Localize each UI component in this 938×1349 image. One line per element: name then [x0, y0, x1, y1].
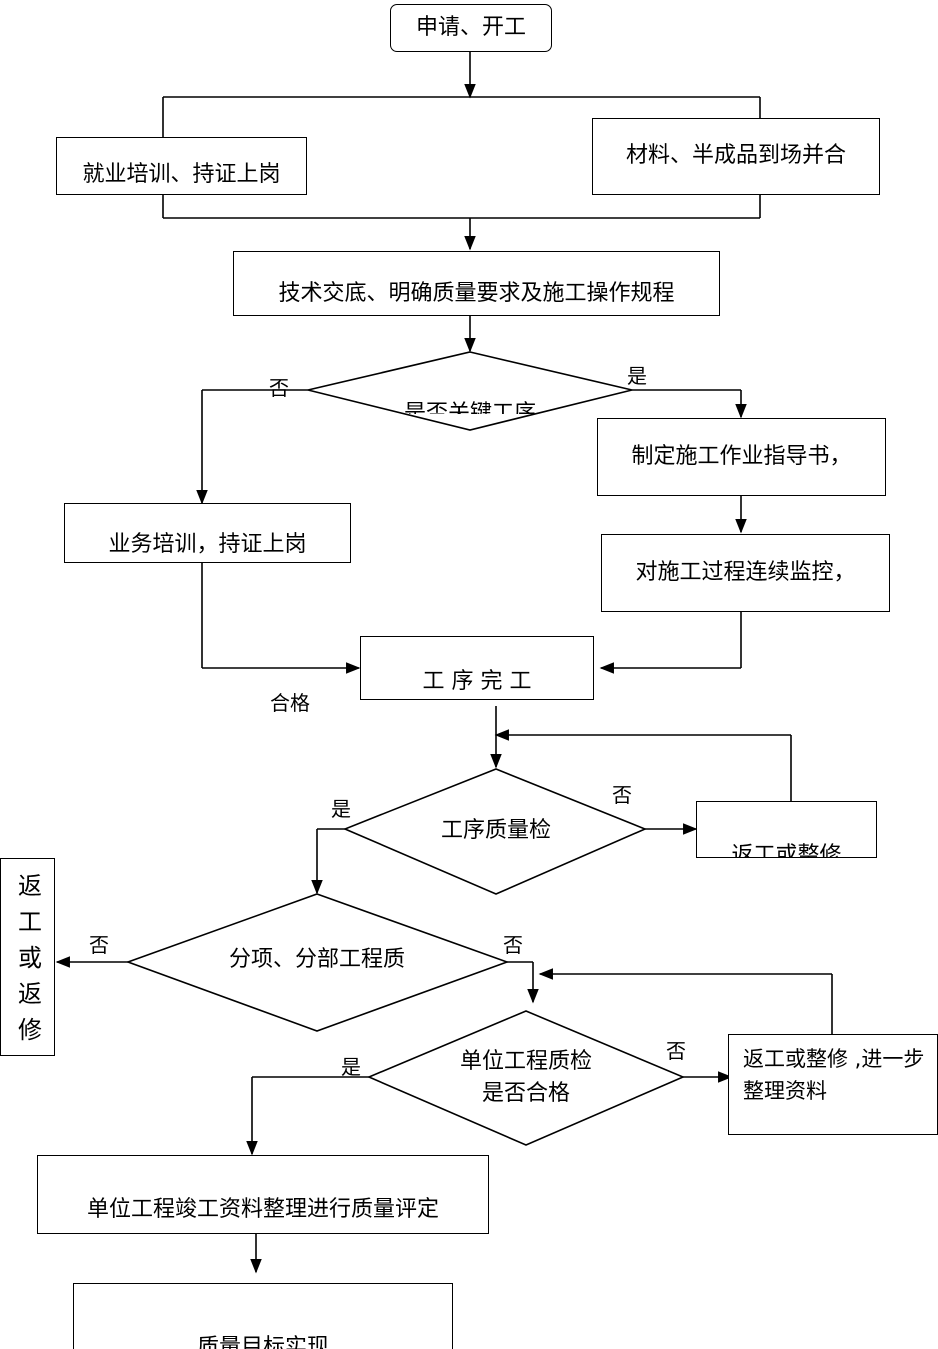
business-training-text: 业务培训，持证上岗: [108, 532, 307, 558]
continuous-monitoring-box: 对施工过程连续监控，: [601, 534, 890, 612]
business-training-box: 业务培训，持证上岗: [64, 503, 351, 563]
unit-inspection-diamond: [366, 1010, 686, 1146]
process-inspection-text: 工序质量检: [440, 818, 551, 843]
label-yes-key: 是: [627, 364, 647, 388]
label-no-left: 否: [89, 933, 109, 957]
label-no-key: 否: [269, 376, 289, 400]
rework-3-line2: 整理资料: [743, 1079, 827, 1103]
tech-briefing-box: 技术交底、明确质量要求及施工操作规程: [233, 251, 720, 316]
materials-box: 材料、半成品到场并合: [592, 118, 880, 195]
key-process-text: 是否关键工序: [403, 401, 536, 414]
label-no-right: 否: [503, 933, 523, 957]
tech-briefing-text: 技术交底、明确质量要求及施工操作规程: [278, 281, 675, 307]
unit-inspection-line1: 单位工程质检: [459, 1049, 592, 1074]
process-inspection-diamond: [342, 768, 648, 895]
materials-text: 材料、半成品到场并合: [625, 143, 846, 169]
goal-achieved-text: 质量目标实现: [196, 1335, 329, 1349]
rework-1-text: 返工或整修: [731, 843, 842, 858]
continuous-monitoring-text: 对施工过程连续监控，: [635, 559, 856, 585]
process-complete-text: 工 序 完 工: [422, 669, 532, 695]
unit-inspection-text: 单位工程质检 是否合格: [426, 1046, 626, 1110]
subdivision-quality-text: 分项、分部工程质: [228, 947, 405, 972]
process-complete-box: 工 序 完 工: [360, 636, 594, 700]
rework-vertical-box: 返工或返修: [0, 858, 55, 1056]
start-text: 申请、开工: [415, 14, 526, 40]
training-text: 就业培训、持证上岗: [82, 162, 281, 188]
start-box: 申请、开工: [390, 4, 552, 52]
key-process-diamond: [307, 351, 633, 431]
rework-vertical-text: 返工或返修: [13, 873, 42, 1053]
unit-inspection-line2: 是否合格: [481, 1080, 570, 1106]
label-yes-unit: 是: [341, 1055, 361, 1079]
key-process-text-clip: 是否关键工序: [380, 392, 560, 414]
label-yes-process: 是: [331, 797, 351, 821]
goal-achieved-box: 质量目标实现: [73, 1283, 453, 1349]
training-box: 就业培训、持证上岗: [56, 137, 307, 195]
completion-docs-box: 单位工程竣工资料整理进行质量评定: [37, 1155, 489, 1234]
subdivision-quality-diamond: [125, 893, 510, 1032]
label-no-unit: 否: [666, 1039, 686, 1063]
label-no-process: 否: [612, 783, 632, 807]
rework-3-box: 返工或整修 ,进一步 整理资料: [728, 1034, 938, 1135]
rework-1-box: 返工或整修: [696, 801, 877, 858]
instruction-book-text: 制定施工作业指导书，: [631, 443, 852, 469]
instruction-book-box: 制定施工作业指导书，: [597, 418, 886, 496]
label-qualified: 合格: [270, 691, 310, 715]
rework-3-line1: 返工或整修 ,进一步: [743, 1047, 925, 1071]
completion-docs-text: 单位工程竣工资料整理进行质量评定: [86, 1197, 439, 1223]
